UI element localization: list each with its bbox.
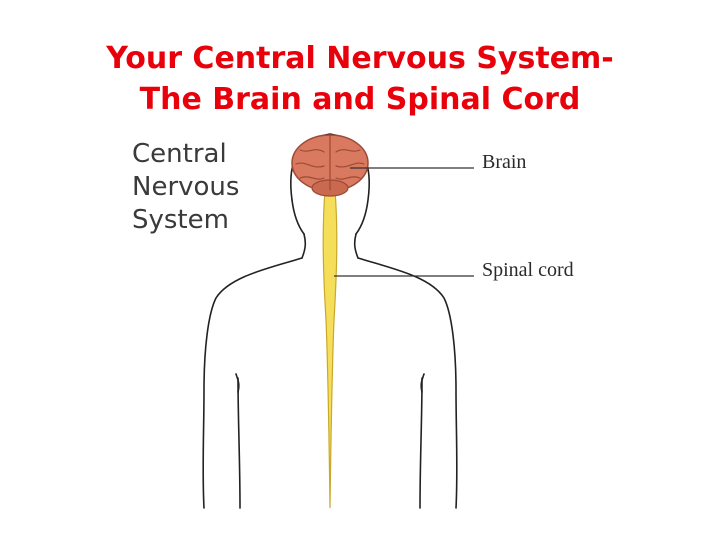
neck-left <box>301 233 307 259</box>
brain-fold <box>299 176 325 180</box>
slide-title: Your Central Nervous System- The Brain a… <box>0 38 720 120</box>
title-line-2: The Brain and Spinal Cord <box>139 82 581 117</box>
neck-right <box>353 233 359 259</box>
arm-crease-left <box>237 377 241 509</box>
cns-label-line-2: Nervous <box>132 172 240 202</box>
brain-fold <box>299 149 325 153</box>
jaw-left <box>291 199 305 235</box>
body-diagram <box>202 133 474 509</box>
title-line-1: Your Central Nervous System- <box>106 41 614 76</box>
brain-fold <box>335 149 361 153</box>
brain <box>291 134 369 197</box>
central-nervous-system-label: Central Nervous System <box>132 138 239 237</box>
cns-label-line-1: Central <box>132 139 227 169</box>
cns-label-line-3: System <box>132 205 229 235</box>
shoulder-left <box>202 257 303 509</box>
spinal-cord <box>322 189 338 509</box>
chest-mark-left <box>235 373 240 393</box>
brain-fold <box>335 162 365 168</box>
shoulder-right <box>357 257 458 509</box>
nervous-system-figure: Central Nervous System Brain Spinal cord <box>120 130 600 510</box>
body-outline <box>202 133 458 509</box>
brain-callout-label: Brain <box>482 151 527 173</box>
arm-crease-right <box>419 377 423 509</box>
brain-fold <box>295 162 325 168</box>
spinal-cord-callout-label: Spinal cord <box>482 259 574 281</box>
chest-mark-right <box>420 373 425 393</box>
brain-fold <box>335 176 361 180</box>
